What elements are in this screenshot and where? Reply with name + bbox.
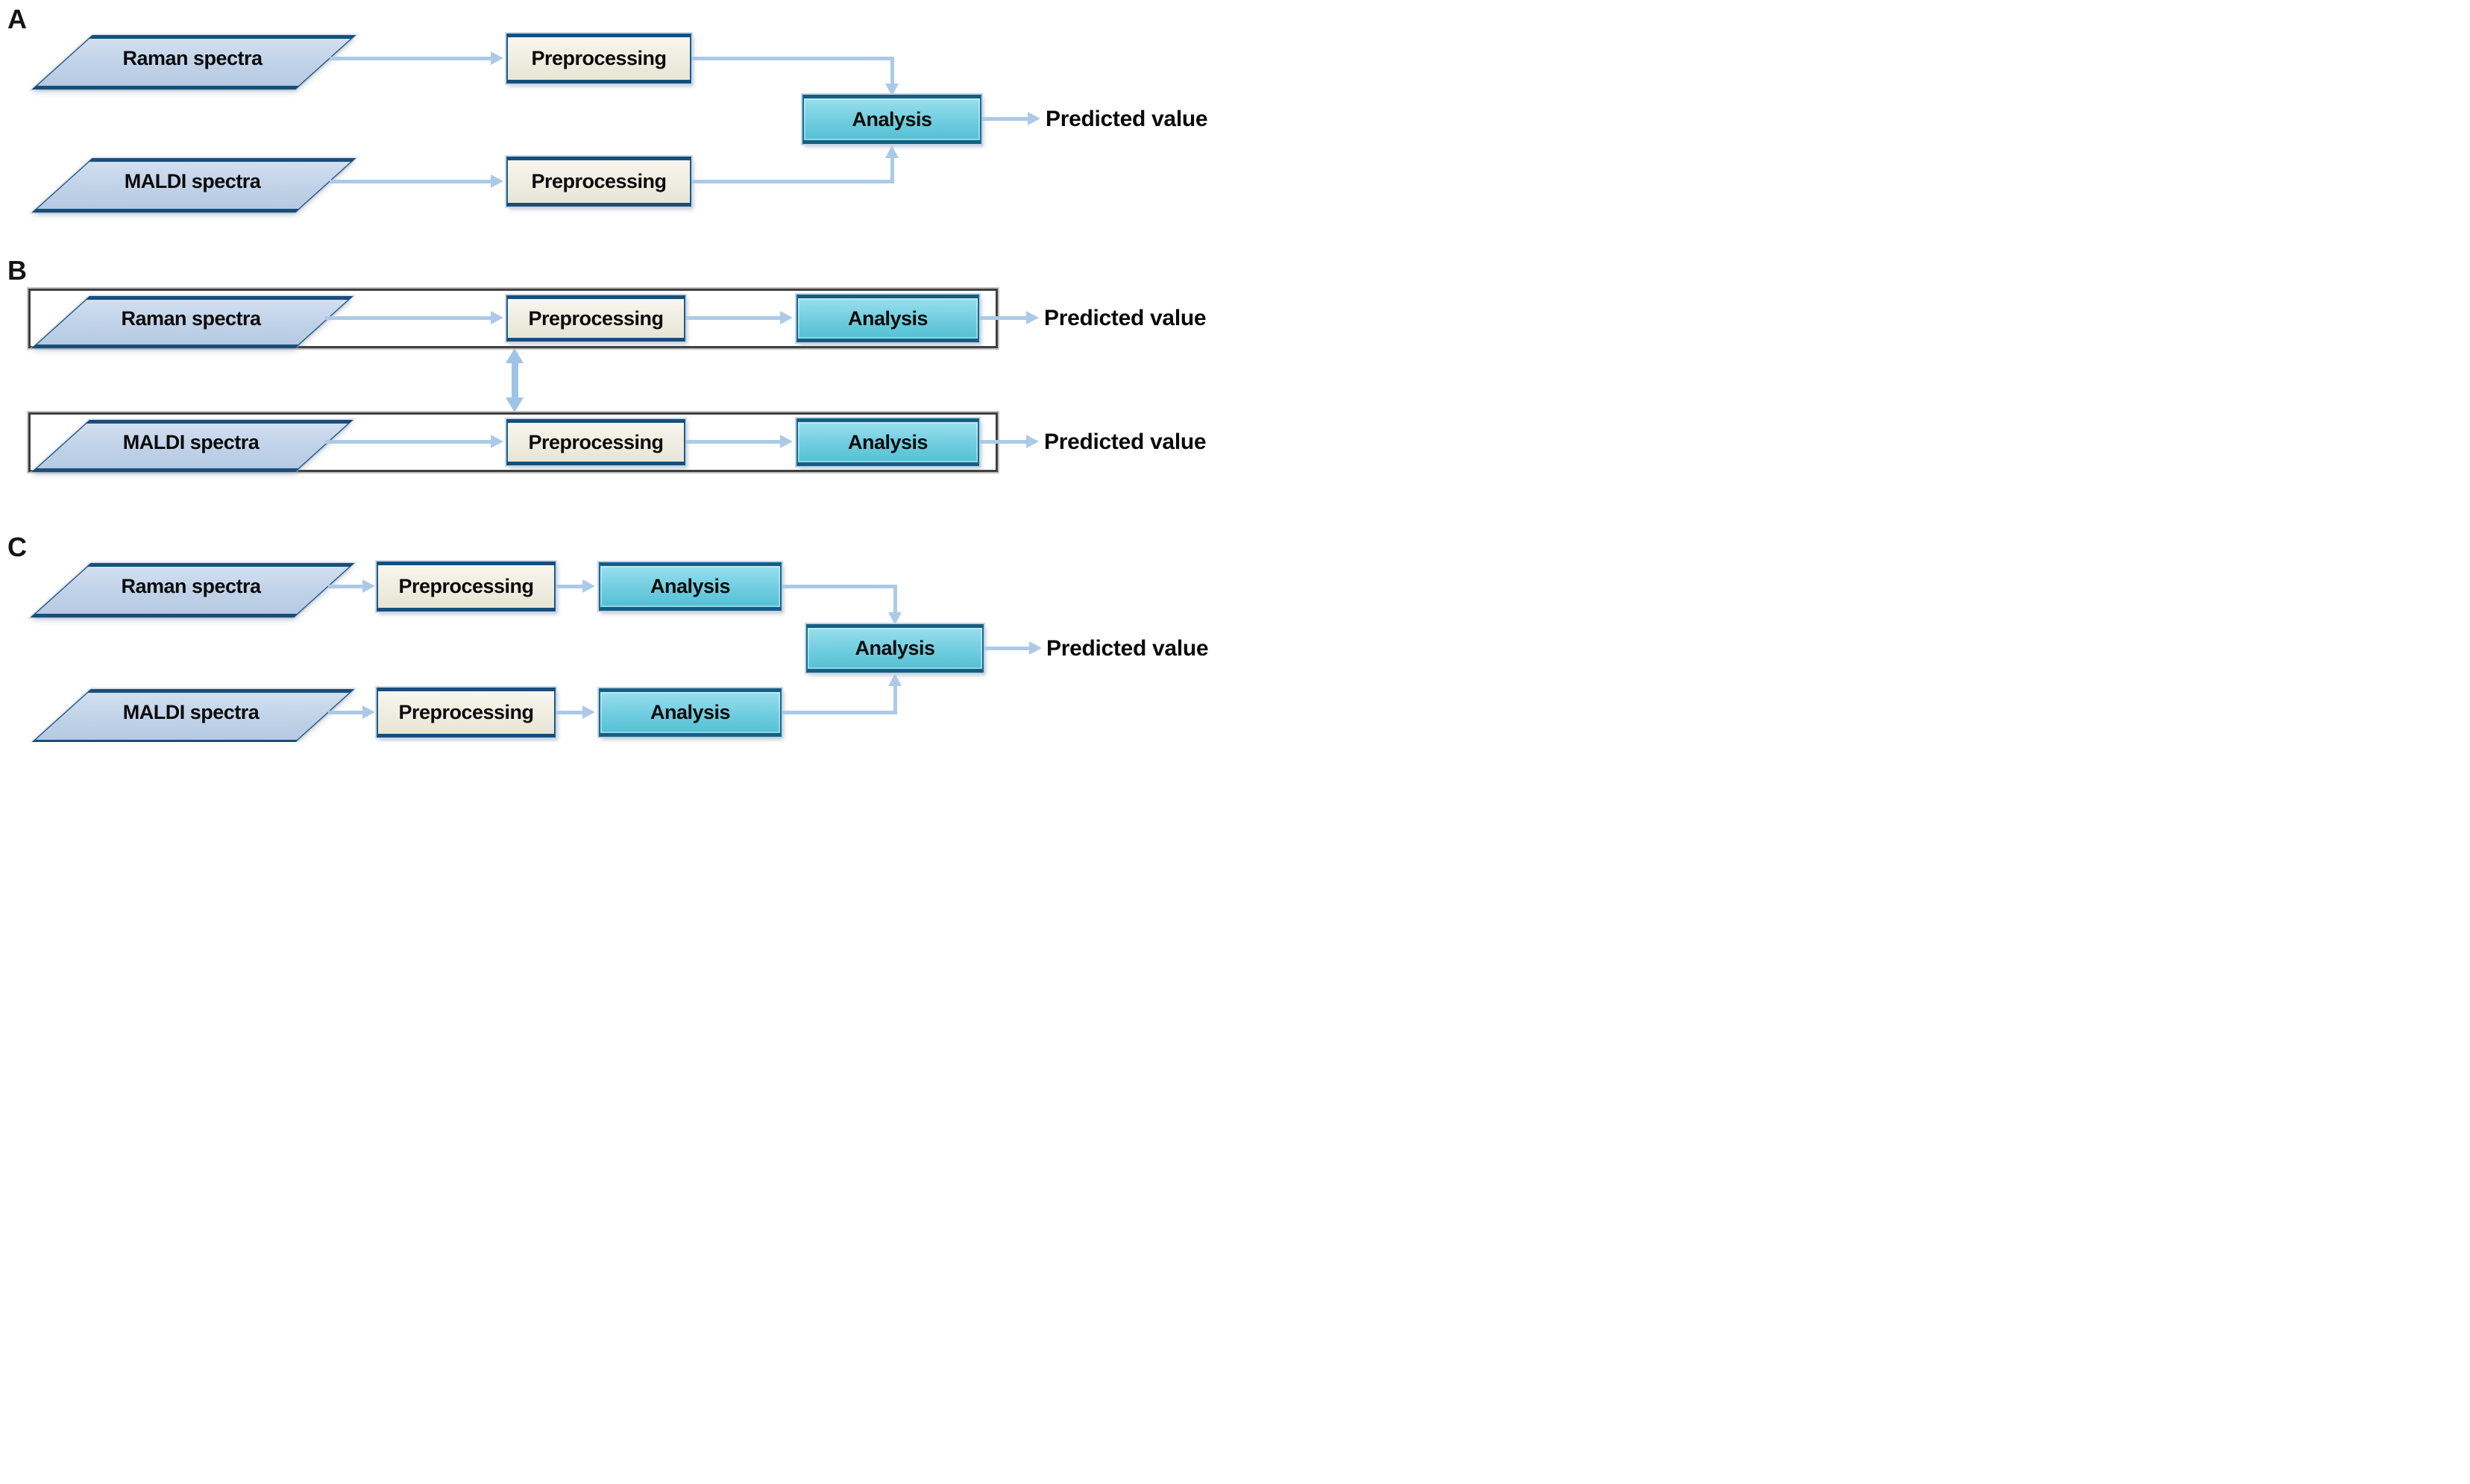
section-c-label: C [7, 532, 27, 562]
flow-line [556, 711, 582, 714]
analysis-box: Analysis [802, 95, 981, 144]
section-b-label: B [7, 255, 27, 286]
analysis-box: Analysis [599, 688, 782, 737]
flow-line [556, 585, 582, 588]
flow-line [325, 440, 491, 444]
flow-line [782, 585, 897, 588]
arrow-right-icon [1029, 641, 1042, 655]
arrow-right-icon [491, 51, 503, 65]
maldi-spectra-label: MALDI spectra [122, 701, 260, 723]
fusion-strategies-diagram: A Raman spectra Preprocessing Analysis P… [0, 0, 1235, 742]
flow-line [893, 686, 897, 714]
flow-line [330, 57, 491, 60]
arrow-up-icon [888, 673, 902, 686]
arrow-right-icon [1028, 112, 1040, 125]
arrow-right-icon [491, 311, 503, 324]
flow-line [685, 316, 780, 320]
preprocessing-box: Preprocessing [506, 34, 691, 84]
preprocessing-box: Preprocessing [377, 562, 556, 611]
arrow-up-icon [885, 145, 899, 158]
arrow-right-icon [780, 435, 793, 448]
preprocessing-box: Preprocessing [377, 688, 556, 738]
predicted-value-label: Predicted value [1046, 107, 1208, 131]
flow-line [782, 711, 897, 714]
section-a-label: A [7, 4, 27, 34]
flow-line [981, 117, 1028, 121]
flow-line [979, 440, 1026, 444]
arrow-down-icon [885, 84, 899, 96]
maldi-spectra-label: MALDI spectra [122, 430, 260, 453]
flow-line [330, 180, 491, 183]
raman-spectra-label: Raman spectra [121, 306, 261, 330]
flow-line [328, 585, 362, 588]
flow-line [984, 647, 1029, 650]
preprocessing-box: Preprocessing [506, 419, 685, 465]
preprocessing-box: Preprocessing [506, 157, 691, 207]
flow-line [325, 316, 491, 320]
analysis-box: Analysis [796, 295, 979, 342]
preprocessing-box: Preprocessing [506, 295, 685, 342]
maldi-spectra-label: MALDI spectra [124, 170, 261, 192]
double-arrow-up-icon [506, 348, 524, 363]
flow-line [328, 711, 362, 714]
flow-line [893, 585, 897, 612]
raman-spectra-label: Raman spectra [122, 47, 263, 69]
arrow-right-icon [362, 579, 375, 593]
arrow-right-icon [582, 579, 595, 593]
arrow-right-icon [780, 311, 793, 324]
arrow-right-icon [582, 705, 595, 719]
arrow-right-icon [1026, 435, 1039, 448]
arrow-right-icon [362, 705, 375, 719]
predicted-value-label: Predicted value [1044, 306, 1207, 330]
analysis-box: Analysis [796, 418, 979, 466]
fusion-analysis-box: Analysis [806, 624, 984, 673]
flow-line [979, 316, 1026, 320]
flow-line [890, 157, 894, 183]
analysis-box: Analysis [599, 562, 782, 611]
arrow-down-icon [888, 612, 902, 625]
flow-line [890, 57, 894, 84]
double-arrow-down-icon [506, 397, 524, 412]
arrow-right-icon [491, 175, 503, 188]
raman-spectra-label: Raman spectra [121, 575, 261, 597]
double-arrow-shaft [512, 362, 518, 398]
arrow-right-icon [1026, 311, 1039, 324]
predicted-value-label: Predicted value [1044, 430, 1207, 454]
predicted-value-label: Predicted value [1046, 636, 1209, 661]
flow-line [685, 440, 780, 444]
flow-line [691, 57, 894, 60]
flow-line [691, 180, 894, 183]
arrow-right-icon [491, 435, 503, 448]
